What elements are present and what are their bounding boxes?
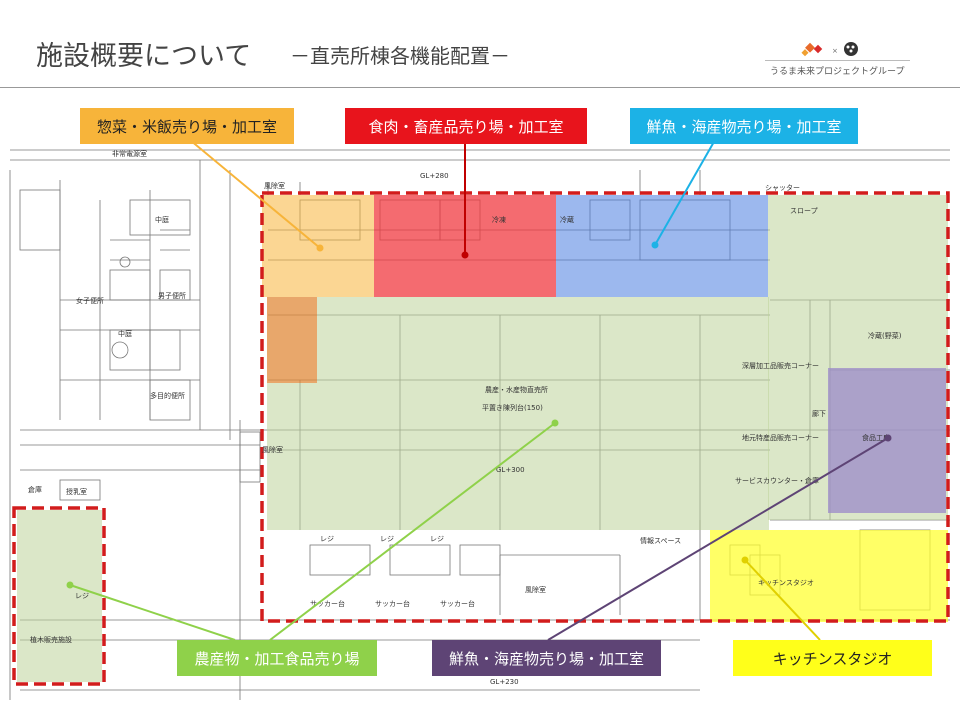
label-kitchen-studio: キッチンスタジオ — [758, 578, 814, 587]
label-seedling: 植木販売施設 — [30, 635, 72, 644]
label-nursing: 授乳室 — [66, 487, 87, 496]
label-warehouse: 倉庫 — [28, 485, 42, 494]
label-corridor: 廊下 — [812, 409, 826, 418]
zone-fish — [556, 195, 768, 297]
zone-seedling — [17, 510, 102, 682]
label-register-1: レジ — [320, 535, 334, 543]
floor-plan: 非常電源室 中庭 中庭 女子便所 男子便所 多目的便所 倉庫 授乳室 植木販売施… — [9, 139, 950, 700]
label-emergency-room: 非常電源室 — [112, 149, 147, 158]
label-slope: スロープ — [790, 207, 818, 215]
label-soccer-3: サッカー台 — [440, 599, 475, 608]
page-subtitle: －直売所棟各機能配置－ — [290, 44, 510, 68]
callout-meat: 食肉・畜産品売り場・加工室 — [345, 108, 587, 144]
zone-kitchen — [710, 530, 948, 622]
zone-agri — [317, 297, 769, 530]
label-soccer-1: サッカー台 — [310, 599, 345, 608]
label-gl-280: GL+280 — [420, 172, 449, 180]
group-logo: × — [801, 42, 858, 57]
label-register-4: レジ — [75, 592, 89, 600]
callout-deli: 惣菜・米飯売り場・加工室 — [80, 108, 294, 144]
label-windroom: 風除室 — [264, 181, 285, 190]
label-windroom-2: 風除室 — [262, 445, 283, 454]
callout-dots — [66, 241, 892, 589]
label-gl-230: GL+230 — [490, 678, 519, 686]
label-windroom-3: 風除室 — [525, 585, 546, 594]
label-flat-display: 平置き陳列台(150) — [482, 403, 543, 412]
label-cold: 冷蔵 — [560, 215, 574, 224]
logo-text: うるま未来プロジェクトグループ — [770, 67, 905, 77]
callout-fish-bottom: 鮮魚・海産物売り場・加工室 — [432, 640, 661, 676]
title-divider — [0, 87, 960, 88]
callout-kitchen: キッチンスタジオ — [733, 640, 932, 676]
label-soccer-2: サッカー台 — [375, 599, 410, 608]
label-local-products: 地元特産品販売コーナー — [742, 433, 819, 442]
callout-lines — [69, 139, 889, 641]
callout-fish-top: 鮮魚・海産物売り場・加工室 — [630, 108, 858, 144]
label-veg-cold: 冷蔵(野菜) — [868, 331, 902, 340]
label-courtyard-2: 中庭 — [118, 329, 132, 338]
label-freezer: 冷凍 — [492, 215, 506, 224]
label-register-3: レジ — [430, 535, 444, 543]
label-service: サービスカウンター・倉庫 — [735, 476, 819, 485]
logo-mark-left — [801, 42, 823, 57]
label-agri-sales: 農産・水産物直売所 — [485, 385, 548, 394]
label-register-2: レジ — [380, 535, 394, 543]
label-deep-sea: 深層加工品販売コーナー — [742, 361, 819, 370]
building-outline — [260, 191, 950, 623]
label-multi-wc: 多目的便所 — [150, 391, 185, 400]
plan-text-group: 非常電源室 中庭 中庭 女子便所 男子便所 多目的便所 倉庫 授乳室 植木販売施… — [28, 149, 902, 686]
zone-agri-left — [267, 383, 317, 530]
page-title: 施設概要について — [36, 41, 252, 72]
zone-deli-storage — [267, 297, 317, 383]
svg-text:×: × — [832, 47, 838, 55]
callout-agri: 農産物・加工食品売り場 — [177, 640, 377, 676]
label-female-wc: 女子便所 — [76, 296, 104, 305]
label-food-lab: 食品工房 — [862, 433, 890, 442]
logo-underline — [765, 60, 910, 61]
label-male-wc: 男子便所 — [158, 291, 186, 300]
seedling-outline — [12, 506, 106, 686]
logo-mark-right — [844, 42, 858, 56]
label-shutter: シャッター — [765, 183, 800, 192]
label-info-space: 情報スペース — [640, 536, 681, 545]
label-gl-300: GL+300 — [496, 466, 525, 474]
label-courtyard: 中庭 — [155, 215, 169, 224]
